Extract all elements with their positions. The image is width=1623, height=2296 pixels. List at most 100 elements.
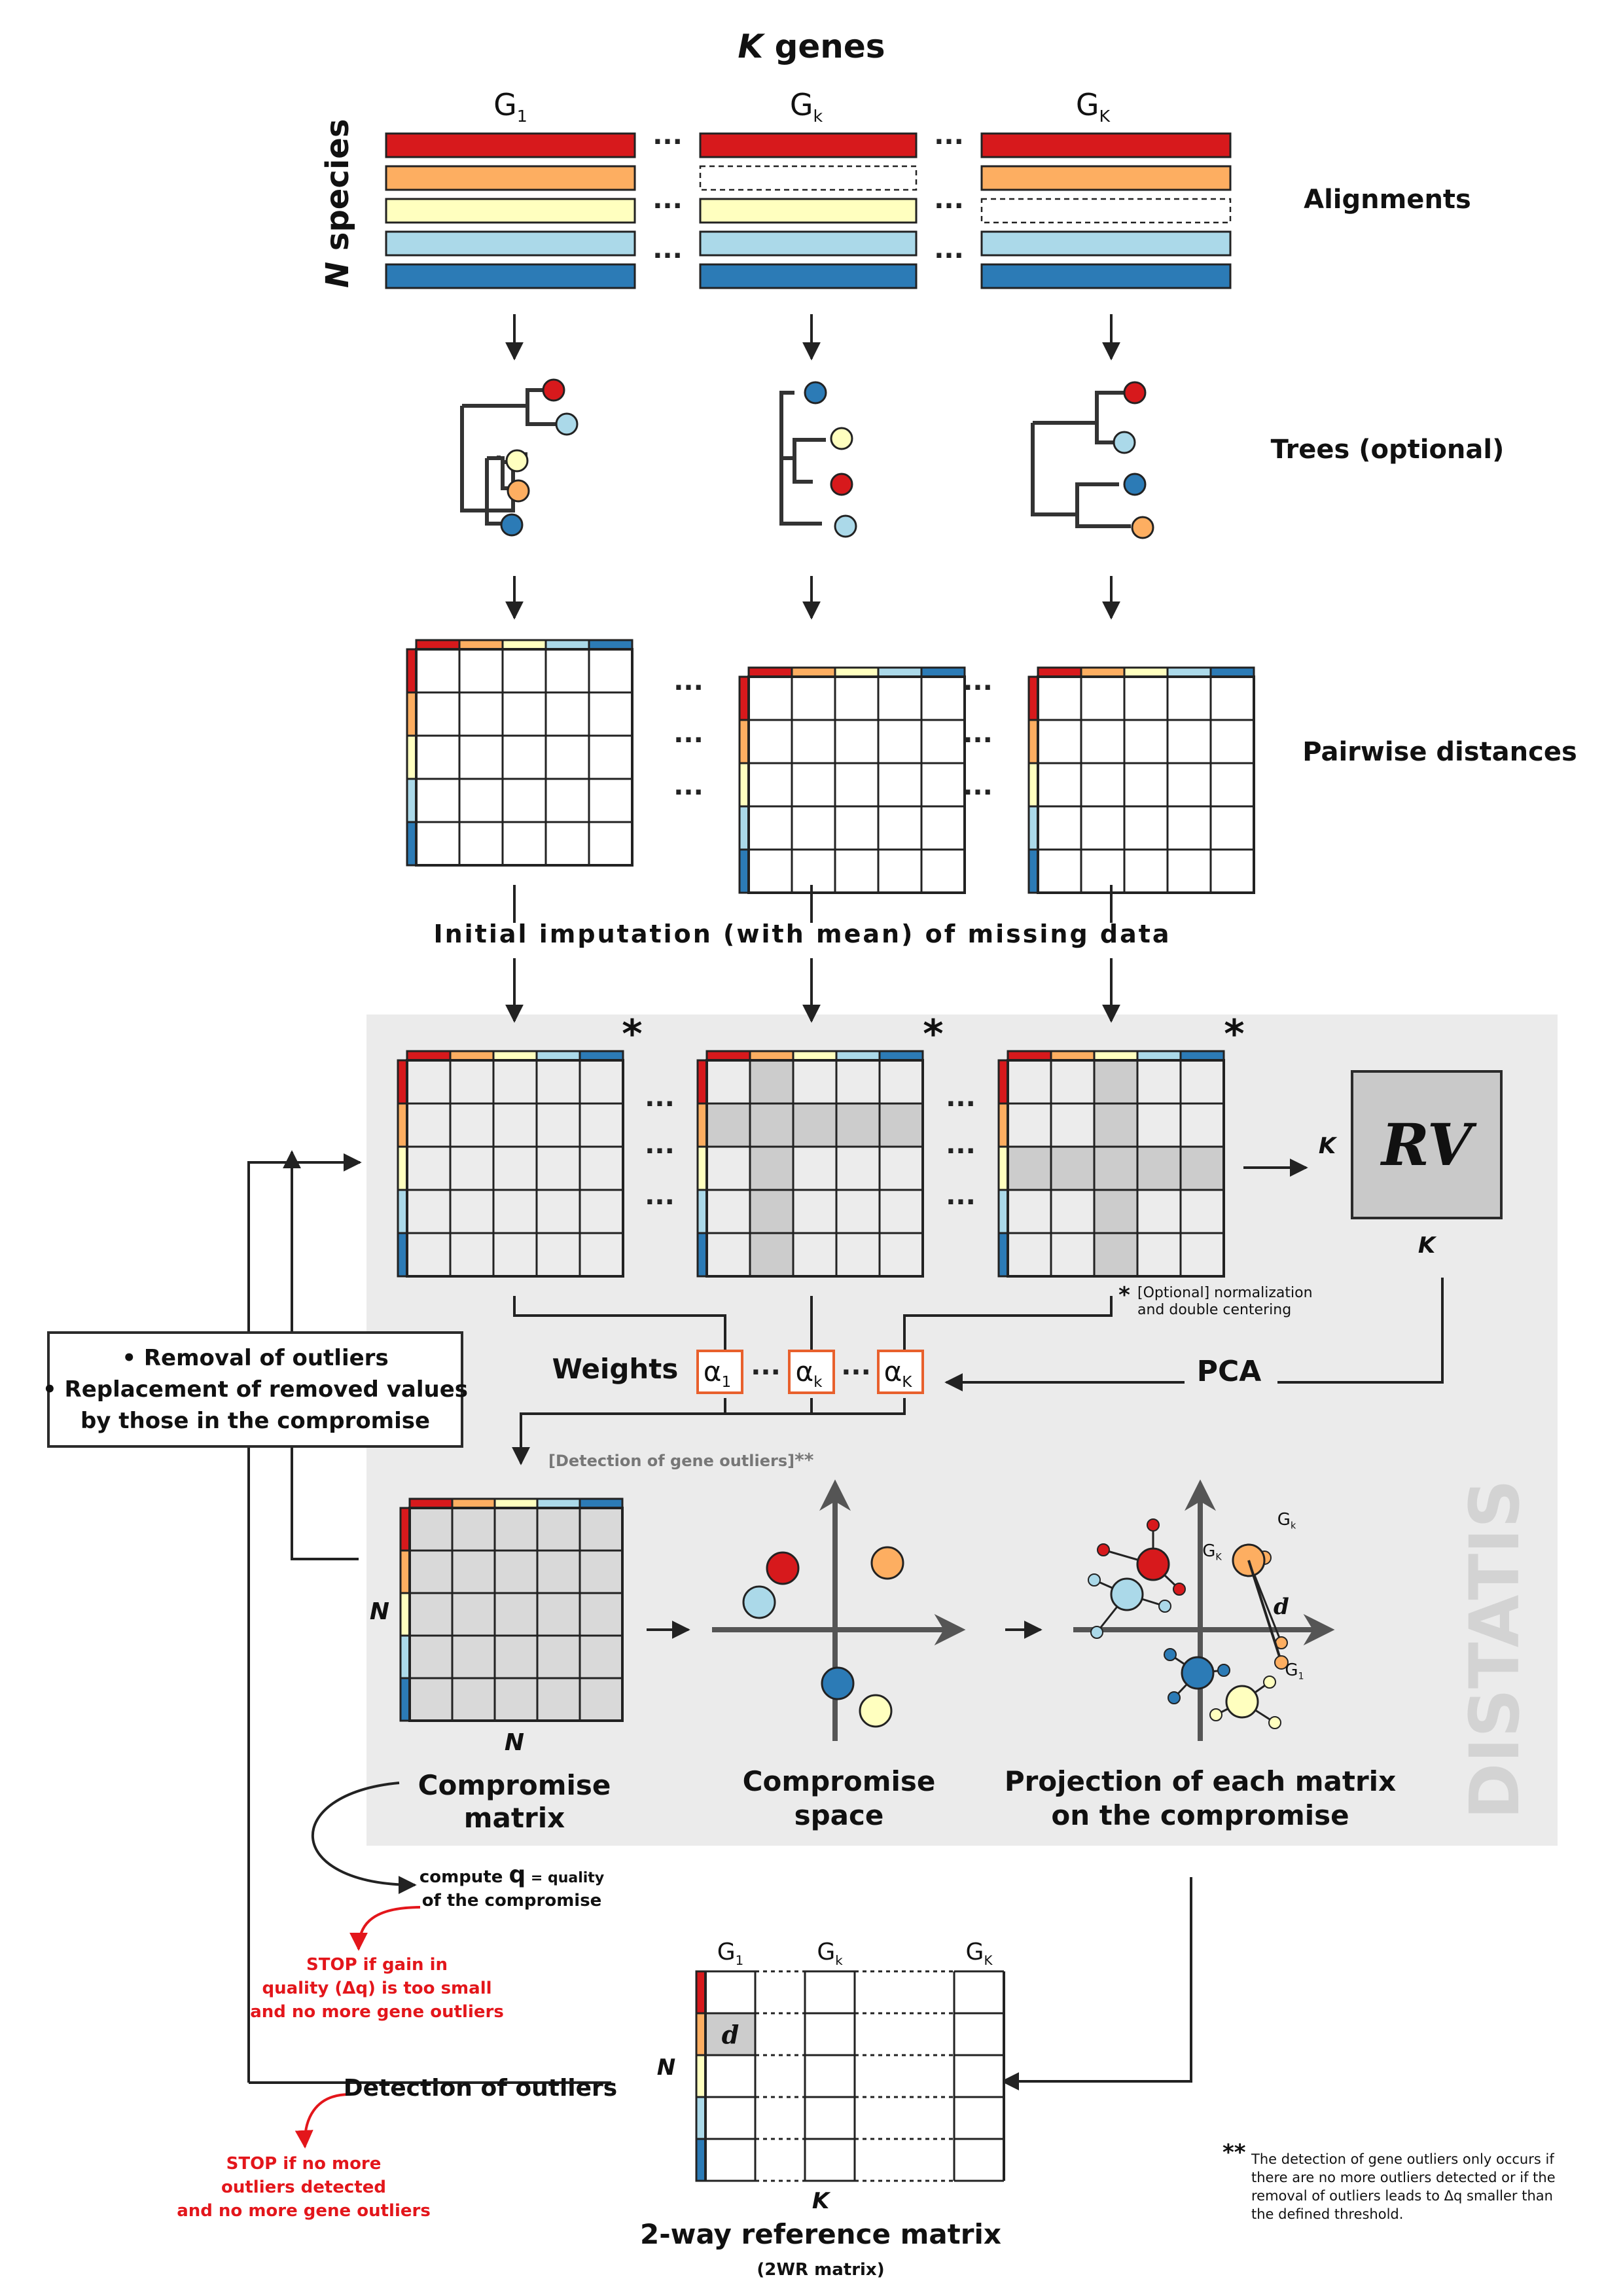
flow-arrows bbox=[247, 314, 1444, 2149]
projection-satellite bbox=[1097, 1543, 1110, 1556]
space-point bbox=[766, 1551, 800, 1585]
imputed-ellipsis: ··· bbox=[645, 1187, 675, 1217]
species-var: N bbox=[319, 262, 356, 288]
alpha-ellipsis: ··· bbox=[841, 1357, 871, 1388]
matrix-side-strip bbox=[997, 1145, 1009, 1191]
matrix-top-strip bbox=[1136, 1050, 1182, 1062]
alignment-bar bbox=[385, 165, 636, 191]
alpha-label-base: α bbox=[884, 1355, 902, 1388]
outliers-box-line-1: • Removal of outliers bbox=[122, 1345, 388, 1371]
matrix-top-strip bbox=[544, 639, 590, 651]
gene-header-K: GK bbox=[1076, 87, 1111, 126]
projection-gk-label-sub: k bbox=[1291, 1521, 1296, 1532]
line-rv-pca bbox=[1277, 1278, 1444, 1384]
tree-tip bbox=[804, 381, 827, 404]
matrix-top-strip bbox=[1093, 1050, 1139, 1062]
compute-q-pre: compute bbox=[419, 1867, 509, 1887]
pairwise-matrix-k bbox=[738, 666, 966, 894]
footnote-line-2: there are no more outliers detected or i… bbox=[1251, 2170, 1556, 2185]
compromise-n-left: N bbox=[370, 1598, 389, 1625]
alignments-group bbox=[385, 132, 1232, 289]
matrix-side-strip bbox=[399, 1592, 411, 1637]
tree-k bbox=[779, 381, 857, 538]
matrix-side-strip bbox=[397, 1145, 408, 1191]
projection-satellite bbox=[1217, 1664, 1230, 1677]
alpha-label-sub: k bbox=[813, 1374, 823, 1391]
matrix-border bbox=[408, 1507, 624, 1722]
twoway-side-strip bbox=[695, 1970, 707, 2015]
projection-satellite bbox=[1090, 1626, 1103, 1639]
alignment-bar bbox=[980, 132, 1232, 158]
compute-q-var: q bbox=[508, 1861, 526, 1888]
compute-q-line-2: of the compromise bbox=[422, 1891, 602, 1910]
gene-header-k: Gk bbox=[790, 87, 823, 126]
twoway-side-strip bbox=[695, 2138, 707, 2182]
alpha-box bbox=[788, 1350, 835, 1394]
matrix-grey-cell bbox=[750, 1233, 793, 1276]
trees-label: Trees (optional) bbox=[1271, 435, 1505, 465]
matrix-top-strip bbox=[408, 1498, 454, 1509]
projection-satellite bbox=[1168, 1691, 1181, 1704]
twoway-header-g1-sub: 1 bbox=[736, 1953, 744, 1968]
matrix-side-strip bbox=[399, 1549, 411, 1594]
alignment-bar bbox=[980, 198, 1232, 224]
alignment-bar bbox=[980, 165, 1232, 191]
imputed-star: * bbox=[923, 1011, 943, 1057]
twoway-side-strip bbox=[695, 2012, 707, 2056]
alignment-bar bbox=[385, 230, 636, 257]
twoway-header-gK-base: G bbox=[966, 1939, 984, 1965]
compromise-matrix-group bbox=[399, 1498, 624, 1722]
matrix-top-strip bbox=[1050, 1050, 1096, 1062]
matrix-top-strip bbox=[1080, 666, 1126, 678]
matrix-top-strip bbox=[536, 1498, 581, 1509]
alpha-box bbox=[696, 1350, 743, 1394]
matrix-grey-cell bbox=[1051, 1147, 1094, 1190]
matrix-side-strip bbox=[406, 821, 418, 867]
matrix-top-strip bbox=[493, 1498, 539, 1509]
outliers-box bbox=[47, 1331, 463, 1448]
pairwise-ellipsis: ··· bbox=[673, 673, 704, 703]
matrix-top-strip bbox=[920, 666, 966, 678]
matrix-grey-cell bbox=[750, 1060, 793, 1103]
matrix-top-strip bbox=[791, 666, 836, 678]
imputed-ellipsis: ··· bbox=[946, 1187, 976, 1217]
imputed-star: * bbox=[622, 1011, 642, 1057]
projection-title-2: on the compromise bbox=[1051, 1799, 1349, 1831]
normalization-star: * bbox=[1118, 1282, 1130, 1308]
matrix-top-strip bbox=[449, 1050, 495, 1062]
matrix-grey-cell bbox=[1094, 1190, 1137, 1233]
tree-tip bbox=[834, 514, 857, 538]
rv-matrix bbox=[1351, 1070, 1503, 1219]
alpha-label: αk bbox=[795, 1355, 823, 1391]
projection-d-label: d bbox=[1274, 1594, 1289, 1620]
projection-satellite bbox=[1173, 1583, 1186, 1596]
weights-label: Weights bbox=[552, 1353, 679, 1385]
compromise-matrix-title-2: matrix bbox=[464, 1802, 565, 1834]
matrix-side-strip bbox=[1027, 762, 1039, 808]
tree-branch bbox=[781, 438, 826, 460]
matrix-grey-cell bbox=[1094, 1103, 1137, 1147]
matrix-top-strip bbox=[406, 1050, 452, 1062]
tree-tip bbox=[1131, 516, 1154, 539]
twoway-header-gk: Gk bbox=[817, 1939, 843, 1968]
normalization-line-1: [Optional] normalization bbox=[1137, 1285, 1313, 1301]
matrix-side-strip bbox=[738, 762, 750, 808]
matrix-side-strip bbox=[738, 719, 750, 764]
species-label: N species bbox=[319, 119, 356, 288]
pairwise-ellipsis: ··· bbox=[963, 673, 993, 703]
projection-gK-label-base: G bbox=[1202, 1541, 1215, 1561]
tree-tip bbox=[1113, 431, 1136, 454]
matrix-side-strip bbox=[696, 1189, 708, 1234]
twoway-title: 2-way reference matrix bbox=[640, 2218, 1001, 2250]
matrix-grey-cell bbox=[750, 1103, 793, 1147]
matrix-top-strip bbox=[588, 639, 633, 651]
matrix-top-strip bbox=[1166, 666, 1212, 678]
matrix-top-strip bbox=[749, 1050, 794, 1062]
twoway-header-gK: GK bbox=[966, 1939, 993, 1968]
imputed-ellipsis: ··· bbox=[645, 1136, 675, 1166]
projection-gk-label: Gk bbox=[1277, 1510, 1296, 1532]
compromise-space-title-2: space bbox=[794, 1799, 884, 1831]
matrix-grey-cell bbox=[1008, 1147, 1051, 1190]
compute-q-post: = quality bbox=[526, 1870, 604, 1886]
